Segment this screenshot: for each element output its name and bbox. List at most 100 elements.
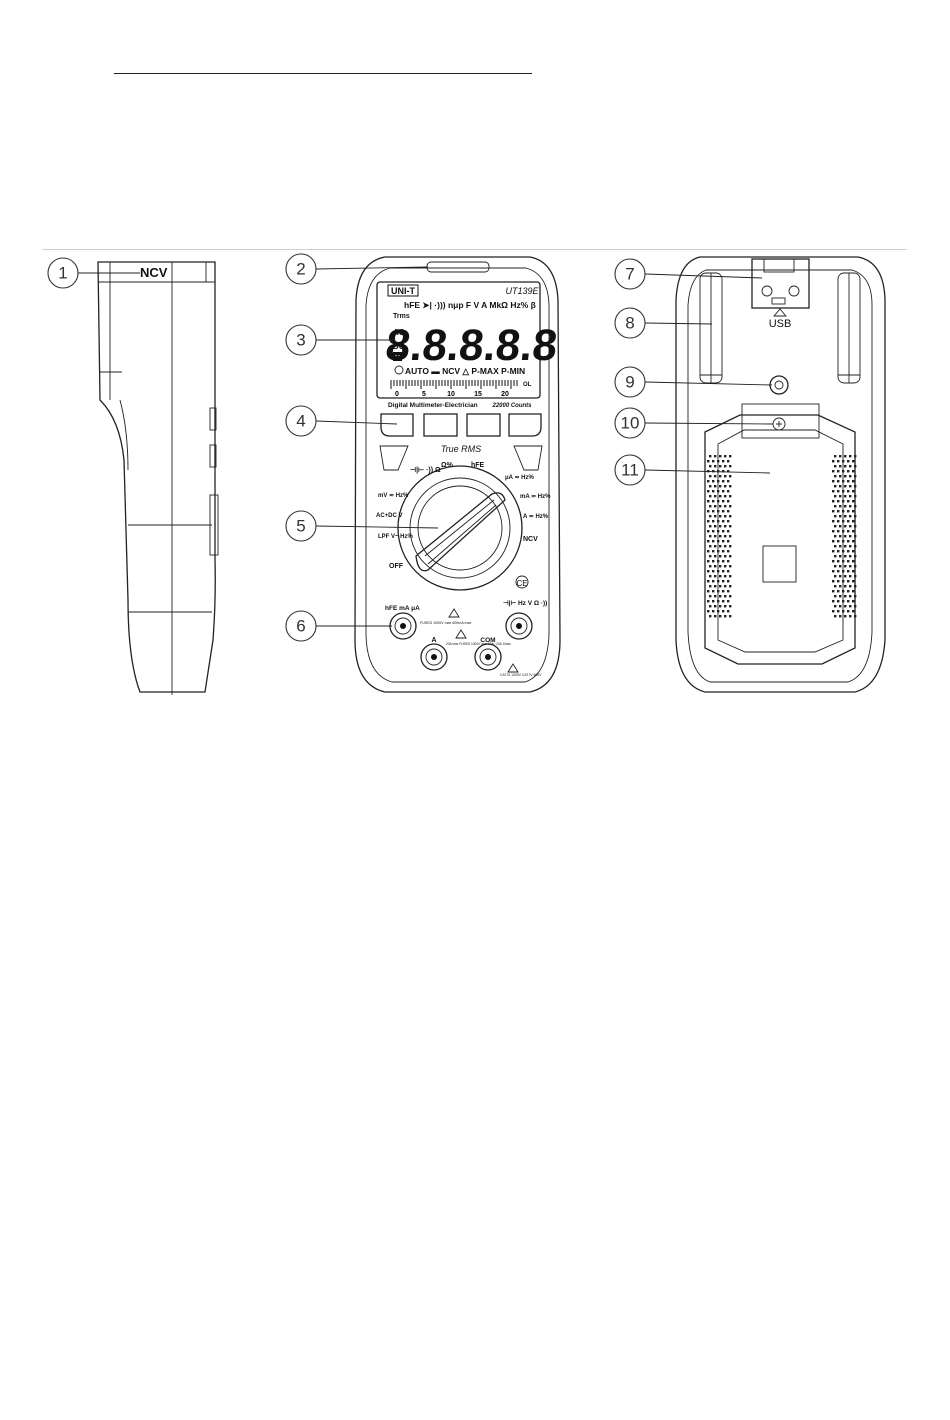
grip-dot	[832, 590, 835, 593]
grip-dot	[852, 480, 855, 483]
grip-dot	[727, 580, 730, 583]
grip-dot	[709, 515, 712, 518]
grip-dot	[719, 505, 722, 508]
grip-dot	[712, 550, 715, 553]
grip-dot	[729, 615, 732, 618]
svg-text:8: 8	[625, 314, 634, 333]
grip-dot	[722, 470, 725, 473]
grip-dot	[842, 530, 845, 533]
grip-dot	[719, 605, 722, 608]
grip-dot	[832, 600, 835, 603]
grip-dot	[724, 525, 727, 528]
grip-dot	[832, 540, 835, 543]
grip-dot	[722, 560, 725, 563]
grip-dot	[834, 475, 837, 478]
grip-dot	[712, 610, 715, 613]
function-button-3	[466, 413, 501, 437]
grip-dot	[729, 585, 732, 588]
grip-dot	[724, 585, 727, 588]
grip-dot	[729, 565, 732, 568]
grip-dot	[707, 560, 710, 563]
dial-left-2: AC+DC V	[376, 513, 403, 519]
front-view: UNI-T UT139E hFE ➤| ·))) nμp F V A MkΩ H…	[354, 256, 561, 693]
grip-dot	[709, 495, 712, 498]
grip-dot	[844, 575, 847, 578]
bargraph-ol: OL	[523, 382, 532, 388]
grip-dot	[837, 520, 840, 523]
grip-dot	[832, 500, 835, 503]
grip-dot	[714, 505, 717, 508]
grip-dot	[834, 465, 837, 468]
dial-top-mid: Ω%	[441, 462, 454, 469]
grip-dot	[729, 535, 732, 538]
grip-dot	[714, 475, 717, 478]
grip-dot	[842, 490, 845, 493]
grip-dot	[852, 490, 855, 493]
side-view: NCV	[97, 261, 219, 695]
grip-dot	[834, 595, 837, 598]
jack-left	[389, 612, 417, 640]
grip-dot	[849, 575, 852, 578]
grip-dot	[722, 550, 725, 553]
grip-dot	[834, 615, 837, 618]
grip-dot	[712, 540, 715, 543]
grip-dot	[714, 465, 717, 468]
grip-dot	[717, 540, 720, 543]
grip-dot	[717, 480, 720, 483]
grip-dot	[717, 500, 720, 503]
grip-dot	[842, 540, 845, 543]
grip-dot	[724, 605, 727, 608]
grip-dot	[837, 470, 840, 473]
grip-dot	[832, 510, 835, 513]
grip-dot	[839, 555, 842, 558]
grip-dot	[719, 495, 722, 498]
grip-dot	[852, 550, 855, 553]
lcd-hold: H	[395, 355, 400, 362]
dial-left-1: mV ≂ Hz%	[378, 493, 409, 499]
grip-dot	[839, 525, 842, 528]
grip-dot	[842, 570, 845, 573]
grip-dot	[717, 530, 720, 533]
grip-dot	[832, 490, 835, 493]
grip-dot	[717, 560, 720, 563]
grip-dot	[729, 515, 732, 518]
grip-dot	[839, 545, 842, 548]
grip-dot	[834, 505, 837, 508]
grip-dot	[839, 575, 842, 578]
grip-dot	[717, 550, 720, 553]
grip-dot	[837, 580, 840, 583]
grip-dot	[849, 515, 852, 518]
grip-dot	[714, 535, 717, 538]
grip-texture-right	[832, 455, 857, 618]
grip-dot	[707, 590, 710, 593]
grip-dot	[849, 595, 852, 598]
grip-dot	[714, 585, 717, 588]
callout-9: 9	[614, 366, 646, 398]
grip-dot	[727, 550, 730, 553]
grip-dot	[724, 505, 727, 508]
grip-dot	[839, 485, 842, 488]
grip-dot	[717, 570, 720, 573]
grip-dot	[849, 495, 852, 498]
grip-dot	[844, 505, 847, 508]
jack-right-label: ⊣|⊢ Hz V Ω ·))	[503, 599, 547, 607]
grip-dot	[727, 560, 730, 563]
grip-dot	[727, 600, 730, 603]
grip-dot	[729, 485, 732, 488]
grip-dot	[854, 525, 857, 528]
grip-dot	[719, 585, 722, 588]
lcd-digits: 8.8.8.8.8	[383, 321, 559, 370]
dial-right-4: NCV	[523, 536, 538, 543]
bargraph-scale-label: 20	[501, 391, 509, 398]
grip-dot	[834, 565, 837, 568]
callout-4: 4	[285, 405, 317, 437]
grip-dot	[714, 525, 717, 528]
model-number: UT139E	[505, 286, 539, 296]
grip-dot	[854, 555, 857, 558]
bargraph-scale-label: 15	[474, 391, 482, 398]
grip-dot	[849, 585, 852, 588]
grip-dot	[724, 455, 727, 458]
grip-dot	[844, 585, 847, 588]
grip-dot	[842, 470, 845, 473]
grip-dot	[719, 485, 722, 488]
